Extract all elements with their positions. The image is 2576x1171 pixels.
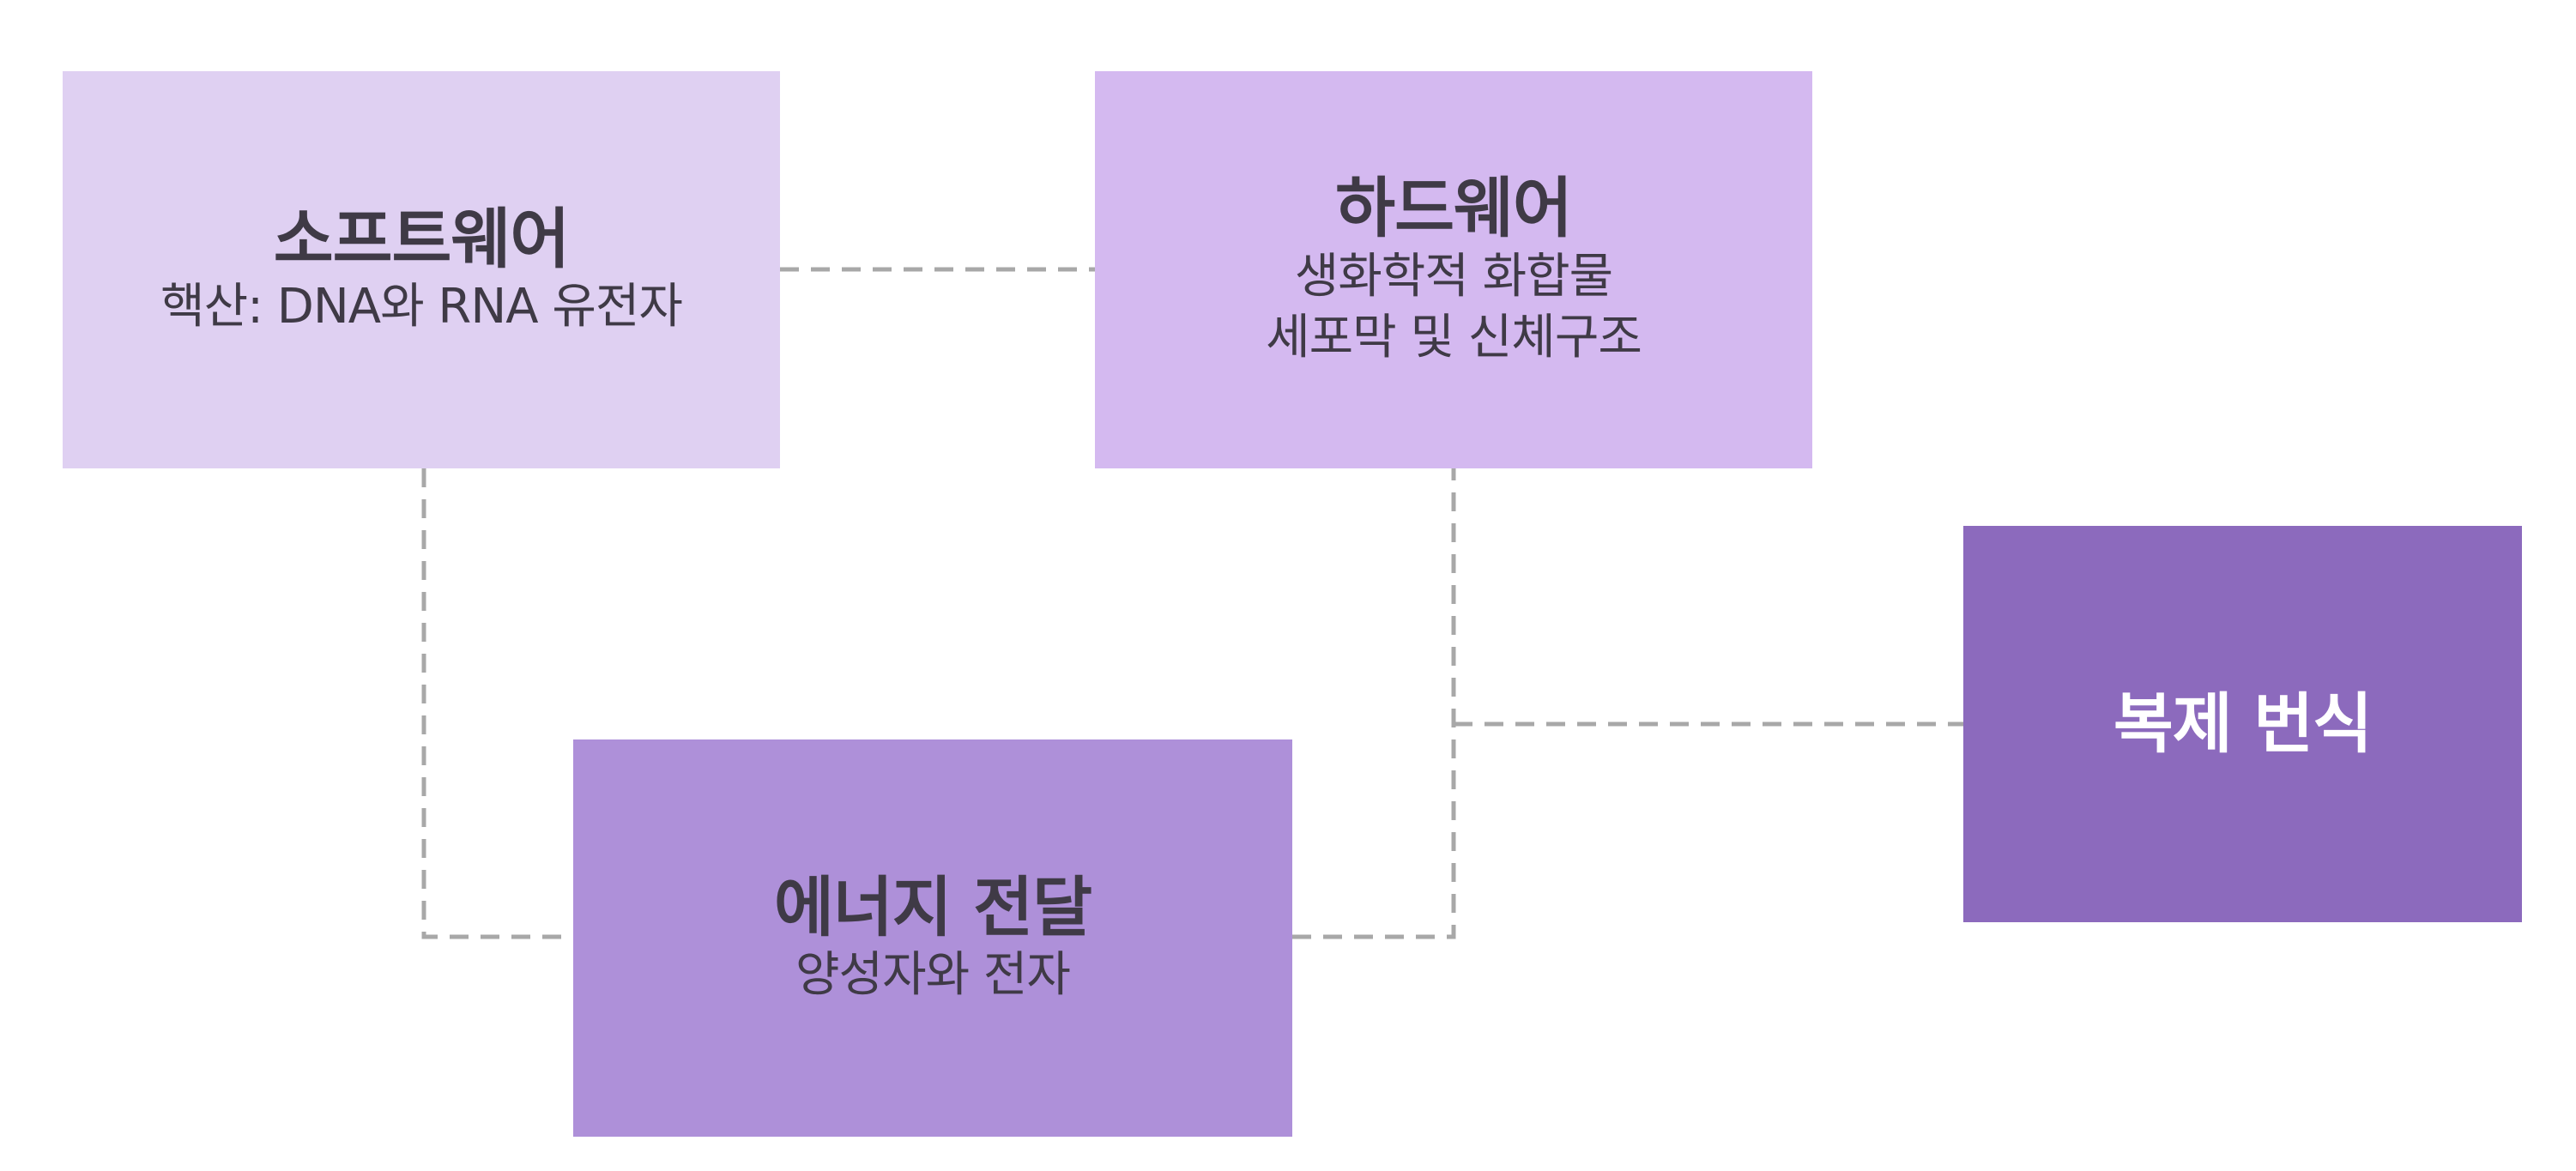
software-node-desc-1: 핵산: DNA와 RNA 유전자 [160, 279, 683, 335]
hardware-node-desc-2: 세포막 및 신체구조 [1266, 310, 1642, 366]
replication-node-title: 복제 번식 [2113, 685, 2373, 763]
connector-software-energy [421, 468, 573, 939]
hardware-node-desc-1: 생화학적 화합물 [1294, 248, 1613, 305]
hardware-node: 하드웨어 생화학적 화합물 세포막 및 신체구조 [1095, 71, 1812, 468]
software-node-title: 소프트웨어 [273, 200, 571, 277]
replication-node: 복제 번식 [1963, 526, 2522, 922]
connector-energy-hardware [1292, 468, 1456, 939]
energy-transfer-node: 에너지 전달 양성자와 전자 [573, 739, 1292, 1137]
software-node: 소프트웨어 핵산: DNA와 RNA 유전자 [63, 71, 780, 468]
hardware-node-title: 하드웨어 [1335, 170, 1573, 247]
energy-transfer-node-title: 에너지 전달 [773, 868, 1092, 945]
energy-transfer-node-desc-1: 양성자와 전자 [795, 947, 1071, 1004]
